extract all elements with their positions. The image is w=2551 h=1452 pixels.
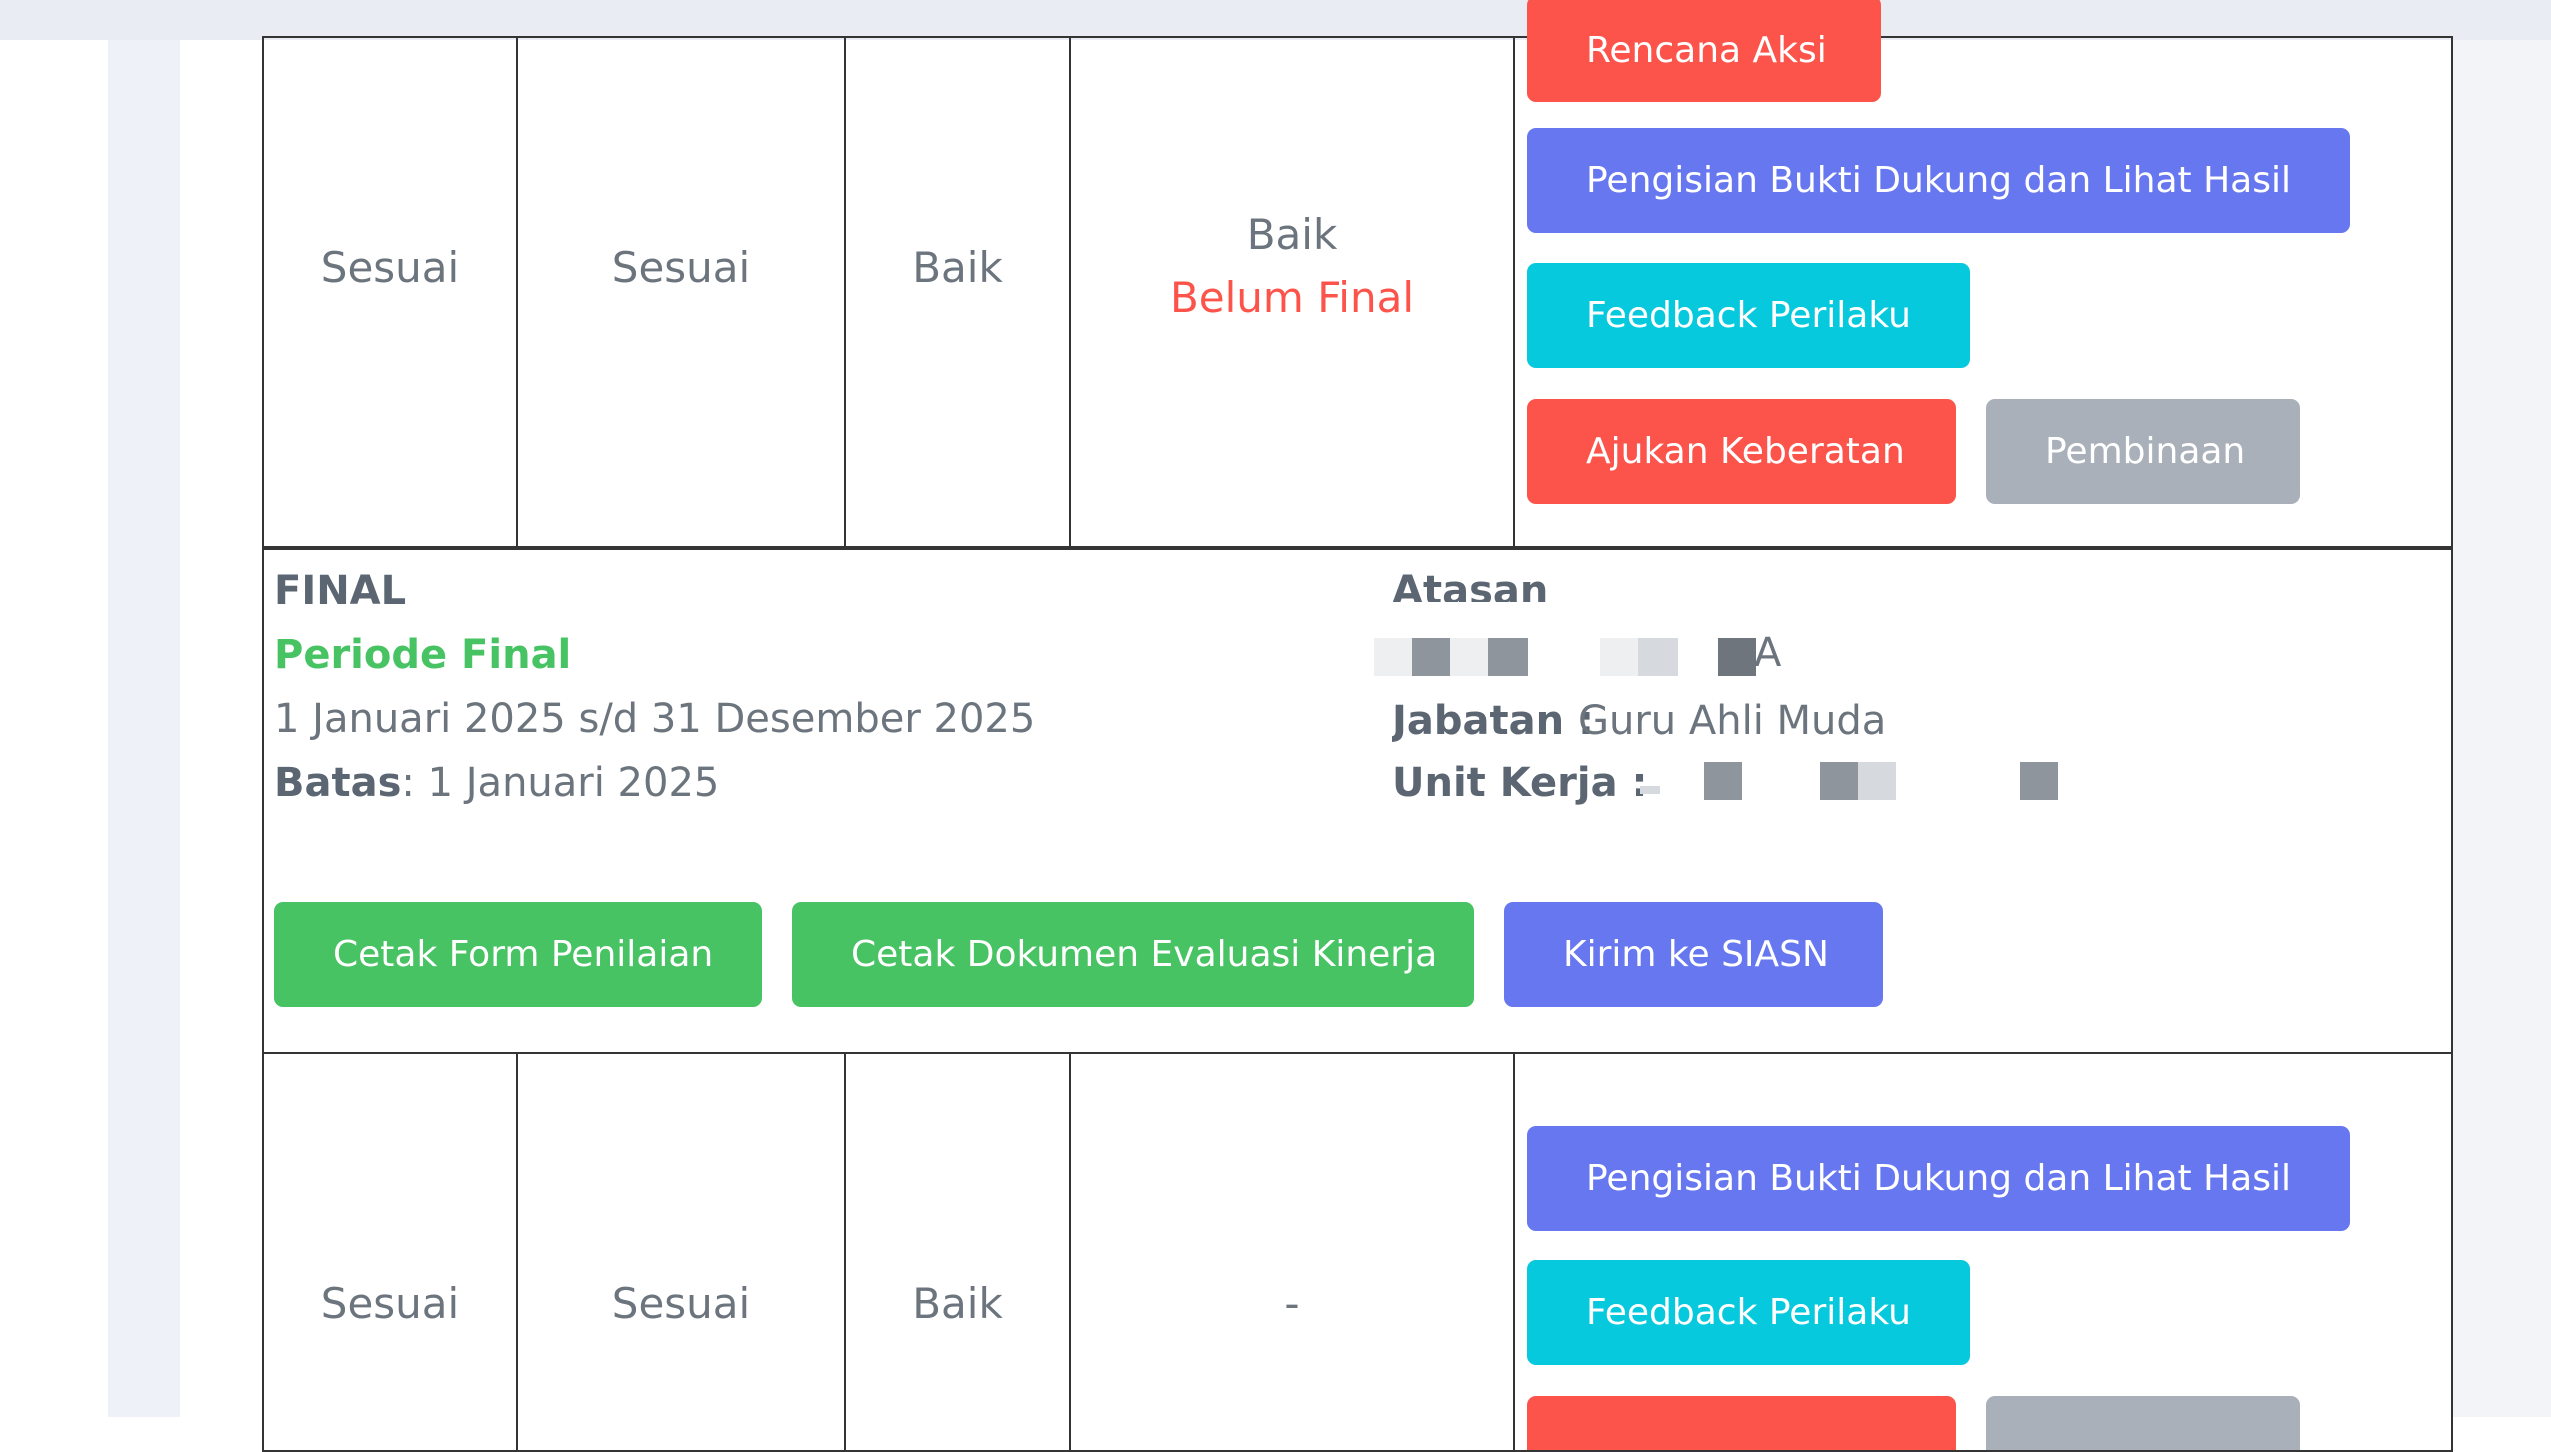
bottom-row-actions: Pengisian Bukti Dukung dan Lihat Hasil F… — [1513, 1052, 2453, 1452]
bottom-row-col2: Sesuai — [516, 1052, 846, 1452]
unit-kerja-line: Unit Kerja : — [1392, 760, 2092, 820]
evaluation-table-card: Sesuai Sesuai Baik Baik Belum Final Renc… — [180, 0, 2453, 1452]
cell-value: Baik — [912, 1279, 1003, 1328]
cell-value: - — [1284, 1279, 1300, 1328]
top-row-col2: Sesuai — [516, 36, 846, 550]
batas-value: : 1 Januari 2025 — [401, 760, 720, 806]
cell-value: Baik — [912, 243, 1003, 292]
browser-top-bar — [0, 0, 2551, 41]
top-row-col4: Baik Belum Final — [1069, 36, 1515, 550]
top-row-col1: Sesuai — [262, 36, 518, 550]
period-range: 1 Januari 2025 s/d 31 Desember 2025 — [274, 696, 1036, 742]
batas-label: Batas — [274, 760, 402, 806]
top-row-actions: Rencana Aksi Pengisian Bukti Dukung dan … — [1513, 0, 2453, 550]
left-gutter — [0, 40, 108, 1417]
rencana-aksi-button[interactable]: Rencana Aksi — [1527, 0, 1881, 102]
ajukan-keberatan-button[interactable]: Ajukan Keberatan — [1527, 399, 1956, 504]
jabatan-label: Jabatan : — [1392, 698, 1595, 742]
jabatan-value: Guru Ahli Muda — [1578, 698, 1887, 742]
cell-value: Sesuai — [611, 243, 751, 292]
atasan-header: Atasan — [1392, 568, 1549, 602]
status-belum-final: Belum Final — [1169, 273, 1414, 322]
bottom-row-col1: Sesuai — [262, 1052, 518, 1452]
right-gutter — [2453, 40, 2551, 1417]
unit-kerja-label: Unit Kerja : — [1392, 760, 1648, 806]
ajukan-keberatan-button-partial[interactable] — [1527, 1396, 1956, 1450]
atasan-name-redacted: A — [1374, 630, 1794, 676]
cetak-form-penilaian-button[interactable]: Cetak Form Penilaian — [274, 902, 762, 1007]
bukti-dukung-button[interactable]: Pengisian Bukti Dukung dan Lihat Hasil — [1527, 1126, 2351, 1231]
jabatan-line: Jabatan : Guru Ahli Muda — [1392, 698, 1912, 742]
pembinaan-button[interactable]: Pembinaan — [1986, 399, 2300, 504]
top-row-col3: Baik — [844, 36, 1071, 550]
kirim-siasn-button[interactable]: Kirim ke SIASN — [1504, 902, 1883, 1007]
bottom-row-col4: - — [1069, 1052, 1515, 1452]
batas-line: Batas: 1 Januari 2025 — [274, 760, 719, 806]
atasan-name-tail: A — [1754, 630, 1782, 676]
cell-value: Sesuai — [611, 1279, 751, 1328]
pembinaan-button-partial[interactable] — [1986, 1396, 2300, 1450]
cell-value: Sesuai — [320, 243, 460, 292]
cetak-dokumen-evaluasi-button[interactable]: Cetak Dokumen Evaluasi Kinerja — [792, 902, 1474, 1007]
bottom-row-col3: Baik — [844, 1052, 1071, 1452]
cell-value: Baik — [1246, 210, 1338, 259]
sidebar-edge — [108, 40, 180, 1417]
feedback-perilaku-button[interactable]: Feedback Perilaku — [1527, 263, 1970, 368]
cell-value: Sesuai — [320, 1279, 460, 1328]
final-panel: FINAL Periode Final 1 Januari 2025 s/d 3… — [262, 546, 2453, 1054]
bukti-dukung-button[interactable]: Pengisian Bukti Dukung dan Lihat Hasil — [1527, 128, 2351, 233]
feedback-perilaku-button[interactable]: Feedback Perilaku — [1527, 1260, 1970, 1365]
periode-final-label: Periode Final — [274, 632, 572, 678]
final-title: FINAL — [274, 568, 407, 614]
